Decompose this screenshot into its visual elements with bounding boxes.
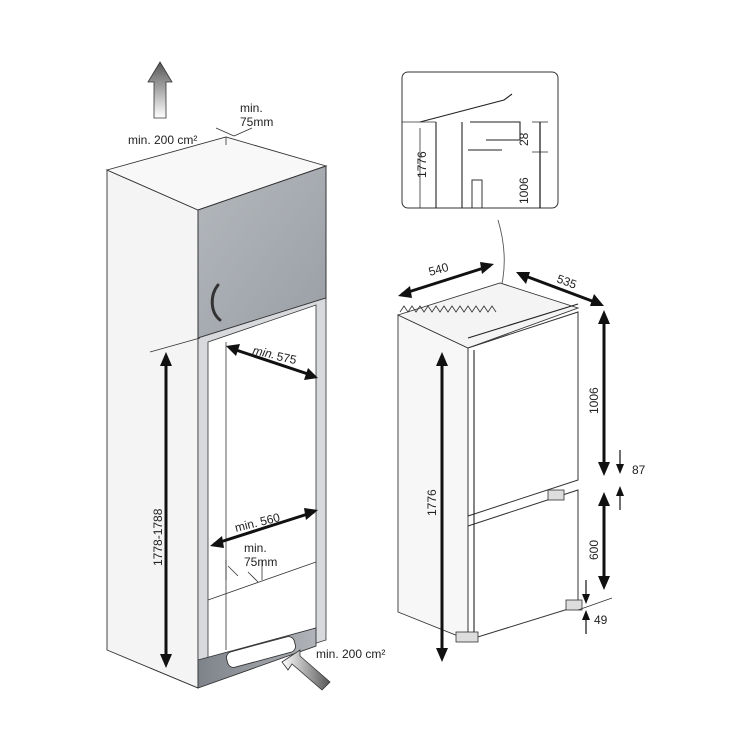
gap-arrow-top-icon bbox=[616, 464, 624, 474]
gap-top-tick bbox=[215, 127, 235, 137]
gap-top-min-label: min. bbox=[240, 101, 263, 115]
bottom-ext-line bbox=[577, 597, 613, 611]
appliance-side-panel bbox=[397, 314, 469, 641]
appliance-depth-label: 535 bbox=[555, 272, 579, 292]
appliance-height-label: 1776 bbox=[425, 489, 439, 516]
width-arrow-a-icon bbox=[398, 286, 412, 298]
bottom-hinge-icon bbox=[455, 631, 479, 643]
gap-bottom-min-label: min. bbox=[244, 541, 267, 555]
detail-gap-label: 28 bbox=[517, 132, 531, 146]
height-arrow-bottom-icon bbox=[160, 654, 172, 668]
upper-arrow-bottom-icon bbox=[598, 462, 610, 476]
detail-block bbox=[471, 179, 483, 209]
vent-bottom-label: min. 200 cm² bbox=[316, 647, 385, 661]
appliance-lower-door bbox=[467, 489, 579, 641]
height-range-label: 1778-1788 bbox=[151, 508, 165, 566]
airflow-in-arrow-icon bbox=[281, 649, 331, 691]
lower-arrow-bottom-icon bbox=[598, 576, 610, 590]
gap-top-tick2 bbox=[233, 127, 253, 137]
mid-hinge-icon bbox=[547, 489, 565, 501]
upper-arrow-top-icon bbox=[598, 310, 610, 324]
width-arrow-b-icon bbox=[480, 262, 494, 274]
height-ext-bottom bbox=[149, 667, 199, 689]
upper-door-label: 1006 bbox=[587, 387, 601, 414]
app-height-arrow-top-icon bbox=[436, 352, 448, 366]
depth-dimension-line bbox=[229, 346, 315, 378]
depth-arrow-left-icon bbox=[226, 344, 240, 356]
appliance-top-rail bbox=[467, 303, 579, 339]
depth-arrow-a-icon bbox=[516, 272, 530, 284]
vent-top-label: min. 200 cm² bbox=[128, 133, 197, 147]
gap-bottom-tick bbox=[227, 565, 239, 577]
door-handle-icon bbox=[210, 283, 222, 322]
height-arrow-top-icon bbox=[160, 352, 172, 366]
app-height-arrow-bottom-icon bbox=[436, 648, 448, 662]
width-arrow-right-icon bbox=[304, 508, 318, 520]
bottom-offset-top-icon bbox=[582, 594, 590, 604]
depth-min-prefix-label: min. bbox=[251, 343, 276, 361]
inner-floor-line bbox=[207, 561, 317, 601]
appliance-width-label: 540 bbox=[427, 260, 450, 279]
depth-arrow-b-icon bbox=[590, 294, 604, 306]
depth-min-value-label: 575 bbox=[275, 349, 298, 367]
foot-bracket-icon bbox=[565, 599, 583, 611]
detail-box bbox=[401, 71, 559, 209]
gap-arrow-bottom-icon bbox=[616, 486, 624, 496]
gap-top-value-label: 75mm bbox=[240, 115, 273, 129]
cabinet-drawing bbox=[105, 61, 331, 691]
appliance-top-serration bbox=[399, 305, 497, 313]
depth-arrow-right-icon bbox=[304, 368, 318, 380]
detail-lower-label: 1006 bbox=[517, 177, 531, 204]
appliance-upper-door bbox=[467, 311, 579, 517]
lower-arrow-top-icon bbox=[598, 492, 610, 506]
lower-door-label: 600 bbox=[587, 540, 601, 560]
height-ext-top bbox=[149, 337, 201, 353]
cabinet-side-panel bbox=[106, 169, 199, 689]
appliance-top-panel bbox=[396, 282, 580, 349]
detail-top-panel bbox=[419, 93, 513, 123]
bottom-offset-label: 49 bbox=[594, 613, 608, 627]
bottom-vent-grille bbox=[226, 636, 296, 668]
detail-hinge bbox=[470, 121, 521, 141]
gap-bottom-value-label: 75mm bbox=[244, 555, 277, 569]
bottom-offset-bottom-icon bbox=[582, 610, 590, 620]
appliance-width-line bbox=[401, 264, 491, 296]
width-dimension-line bbox=[213, 510, 315, 546]
width-arrow-left-icon bbox=[210, 536, 224, 548]
airflow-up-arrow-icon bbox=[147, 61, 173, 119]
appliance-depth-line bbox=[519, 272, 601, 306]
gap-middle-label: 87 bbox=[632, 463, 646, 477]
gap-bottom-tick2 bbox=[247, 571, 259, 583]
appliance-drawing bbox=[396, 262, 624, 662]
detail-height-label: 1776 bbox=[415, 151, 429, 178]
